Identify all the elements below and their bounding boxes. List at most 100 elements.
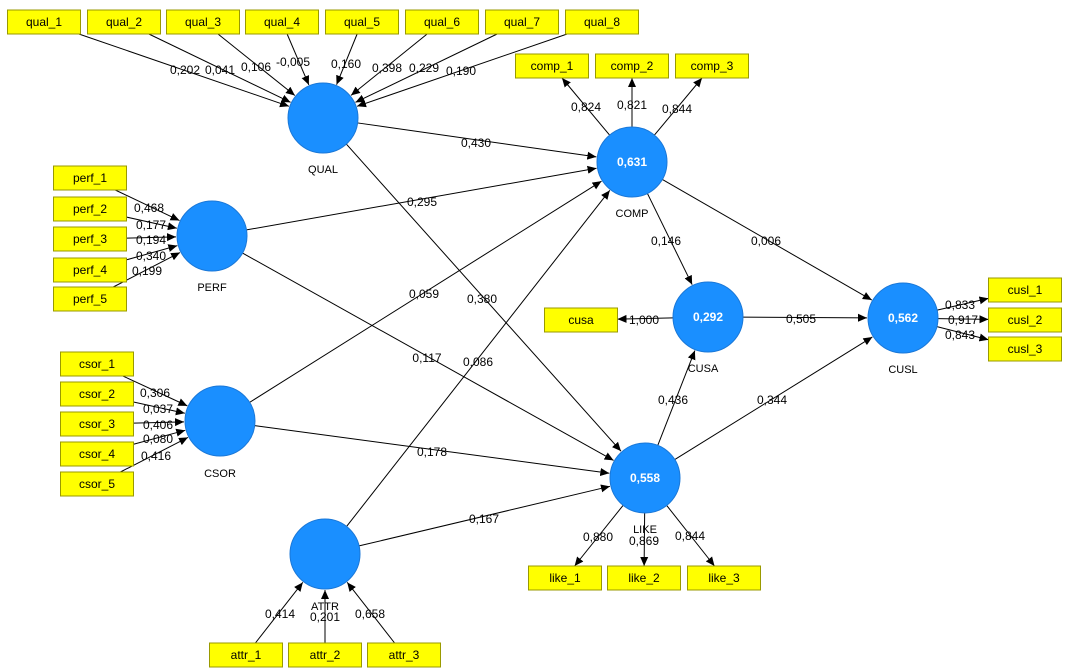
weight-label-qual-8: 0,190 — [446, 64, 476, 78]
indicator-csor-2[interactable]: csor_2 — [60, 381, 134, 407]
weight-label-perf-1: 0,468 — [134, 201, 164, 215]
indicator-label: qual_5 — [344, 15, 380, 29]
path-coefficient-like-cusa: 0,436 — [658, 393, 688, 407]
indicator-attr-1[interactable]: attr_1 — [209, 642, 283, 668]
measurement-edge-cusl-2 — [937, 315, 989, 324]
path-comp-to-cusl — [662, 179, 873, 301]
indicator-qual-2[interactable]: qual_2 — [87, 9, 161, 35]
weight-label-comp-2: 0,821 — [617, 98, 647, 112]
indicator-csor-4[interactable]: csor_4 — [60, 441, 134, 467]
latent-csor[interactable]: CSOR — [184, 385, 256, 480]
indicator-qual-3[interactable]: qual_3 — [166, 9, 240, 35]
measurement-arrow — [561, 77, 610, 136]
indicator-cusa[interactable]: cusa — [544, 307, 618, 333]
path-attr-to-comp — [346, 190, 611, 527]
measurement-arrow — [122, 375, 188, 407]
indicator-attr-2[interactable]: attr_2 — [288, 642, 362, 668]
indicator-qual-1[interactable]: qual_1 — [7, 9, 81, 35]
indicator-comp-3[interactable]: comp_3 — [675, 53, 749, 79]
latent-circle — [176, 200, 248, 272]
indicator-comp-2[interactable]: comp_2 — [595, 53, 669, 79]
indicator-label: perf_2 — [73, 202, 107, 216]
indicator-label: perf_4 — [73, 263, 107, 277]
weight-label-attr-2: 0,201 — [310, 610, 340, 624]
weight-label-like-3: 0,844 — [675, 529, 705, 543]
path-coefficient-like-cusl: 0,344 — [757, 393, 787, 407]
indicator-label: attr_2 — [310, 648, 341, 662]
measurement-arrow — [654, 77, 703, 136]
path-coefficient-qual-comp: 0,430 — [461, 136, 491, 150]
indicator-label: like_1 — [549, 571, 581, 585]
indicator-box — [60, 441, 134, 467]
indicator-perf-1[interactable]: perf_1 — [53, 165, 127, 191]
latent-perf[interactable]: PERF — [176, 200, 248, 294]
indicator-cusl-1[interactable]: cusl_1 — [988, 277, 1062, 303]
indicator-label: csor_5 — [79, 477, 115, 491]
indicator-cusl-3[interactable]: cusl_3 — [988, 336, 1062, 362]
indicator-comp-1[interactable]: comp_1 — [515, 53, 589, 79]
indicator-qual-5[interactable]: qual_5 — [325, 9, 399, 35]
path-perf-to-comp — [246, 165, 597, 231]
indicator-box — [367, 642, 441, 668]
path-arrow — [345, 143, 622, 452]
path-coefficient-comp-cusl: 0,006 — [751, 234, 781, 248]
measurement-edge-qual-1 — [78, 33, 290, 108]
indicator-box — [988, 277, 1062, 303]
indicator-perf-3[interactable]: perf_3 — [53, 226, 127, 252]
path-coefficient-qual-like: 0,380 — [467, 292, 497, 306]
indicator-qual-4[interactable]: qual_4 — [245, 9, 319, 35]
measurement-edge-qual-3 — [217, 33, 296, 96]
indicator-label: cusa — [568, 313, 594, 327]
indicator-qual-6[interactable]: qual_6 — [405, 9, 479, 35]
weight-label-csor-2: 0,037 — [143, 402, 173, 416]
path-coefficient-csor-like: 0,178 — [417, 445, 447, 459]
indicator-box — [7, 9, 81, 35]
latent-name: CSOR — [204, 468, 236, 480]
latent-name: CUSA — [688, 363, 719, 375]
measurement-arrow — [126, 233, 177, 242]
latent-attr[interactable]: ATTR — [289, 518, 361, 613]
indicator-perf-2[interactable]: perf_2 — [53, 196, 127, 222]
measurement-arrow — [115, 189, 180, 221]
indicator-csor-3[interactable]: csor_3 — [60, 411, 134, 437]
measurement-arrow — [217, 33, 296, 96]
r-squared-value: 0,631 — [617, 155, 647, 169]
measurement-arrow — [350, 33, 428, 96]
measurement-arrow — [356, 33, 568, 108]
measurement-edge-csor-3 — [133, 418, 185, 427]
indicator-qual-8[interactable]: qual_8 — [565, 9, 639, 35]
indicator-csor-5[interactable]: csor_5 — [60, 471, 134, 497]
path-arrow — [246, 165, 597, 231]
indicator-qual-7[interactable]: qual_7 — [485, 9, 559, 35]
indicator-like-1[interactable]: like_1 — [528, 565, 602, 591]
indicator-label: qual_6 — [424, 15, 460, 29]
measurement-edge-csor-1 — [122, 375, 188, 407]
indicator-like-2[interactable]: like_2 — [607, 565, 681, 591]
r-squared-value: 0,558 — [630, 471, 660, 485]
indicator-csor-1[interactable]: csor_1 — [60, 351, 134, 377]
path-coefficient-attr-comp: 0,086 — [463, 355, 493, 369]
indicator-label: attr_1 — [231, 648, 262, 662]
indicator-box — [544, 307, 618, 333]
indicator-perf-4[interactable]: perf_4 — [53, 257, 127, 283]
indicator-perf-5[interactable]: perf_5 — [53, 286, 127, 312]
measurement-edge-qual-2 — [148, 33, 291, 103]
indicator-cusl-2[interactable]: cusl_2 — [988, 307, 1062, 333]
path-arrow — [646, 193, 693, 285]
path-arrow — [742, 313, 868, 322]
indicator-label: comp_3 — [691, 59, 734, 73]
indicator-box — [60, 351, 134, 377]
latent-name: PERF — [197, 282, 227, 294]
measurement-arrow — [355, 33, 498, 103]
indicator-attr-3[interactable]: attr_3 — [367, 642, 441, 668]
latent-name: QUAL — [308, 164, 338, 176]
indicator-box — [528, 565, 602, 591]
indicator-like-3[interactable]: like_3 — [687, 565, 761, 591]
measurement-edge-perf-2 — [126, 216, 177, 231]
latent-qual[interactable]: QUAL — [287, 82, 359, 176]
indicator-label: like_2 — [628, 571, 660, 585]
